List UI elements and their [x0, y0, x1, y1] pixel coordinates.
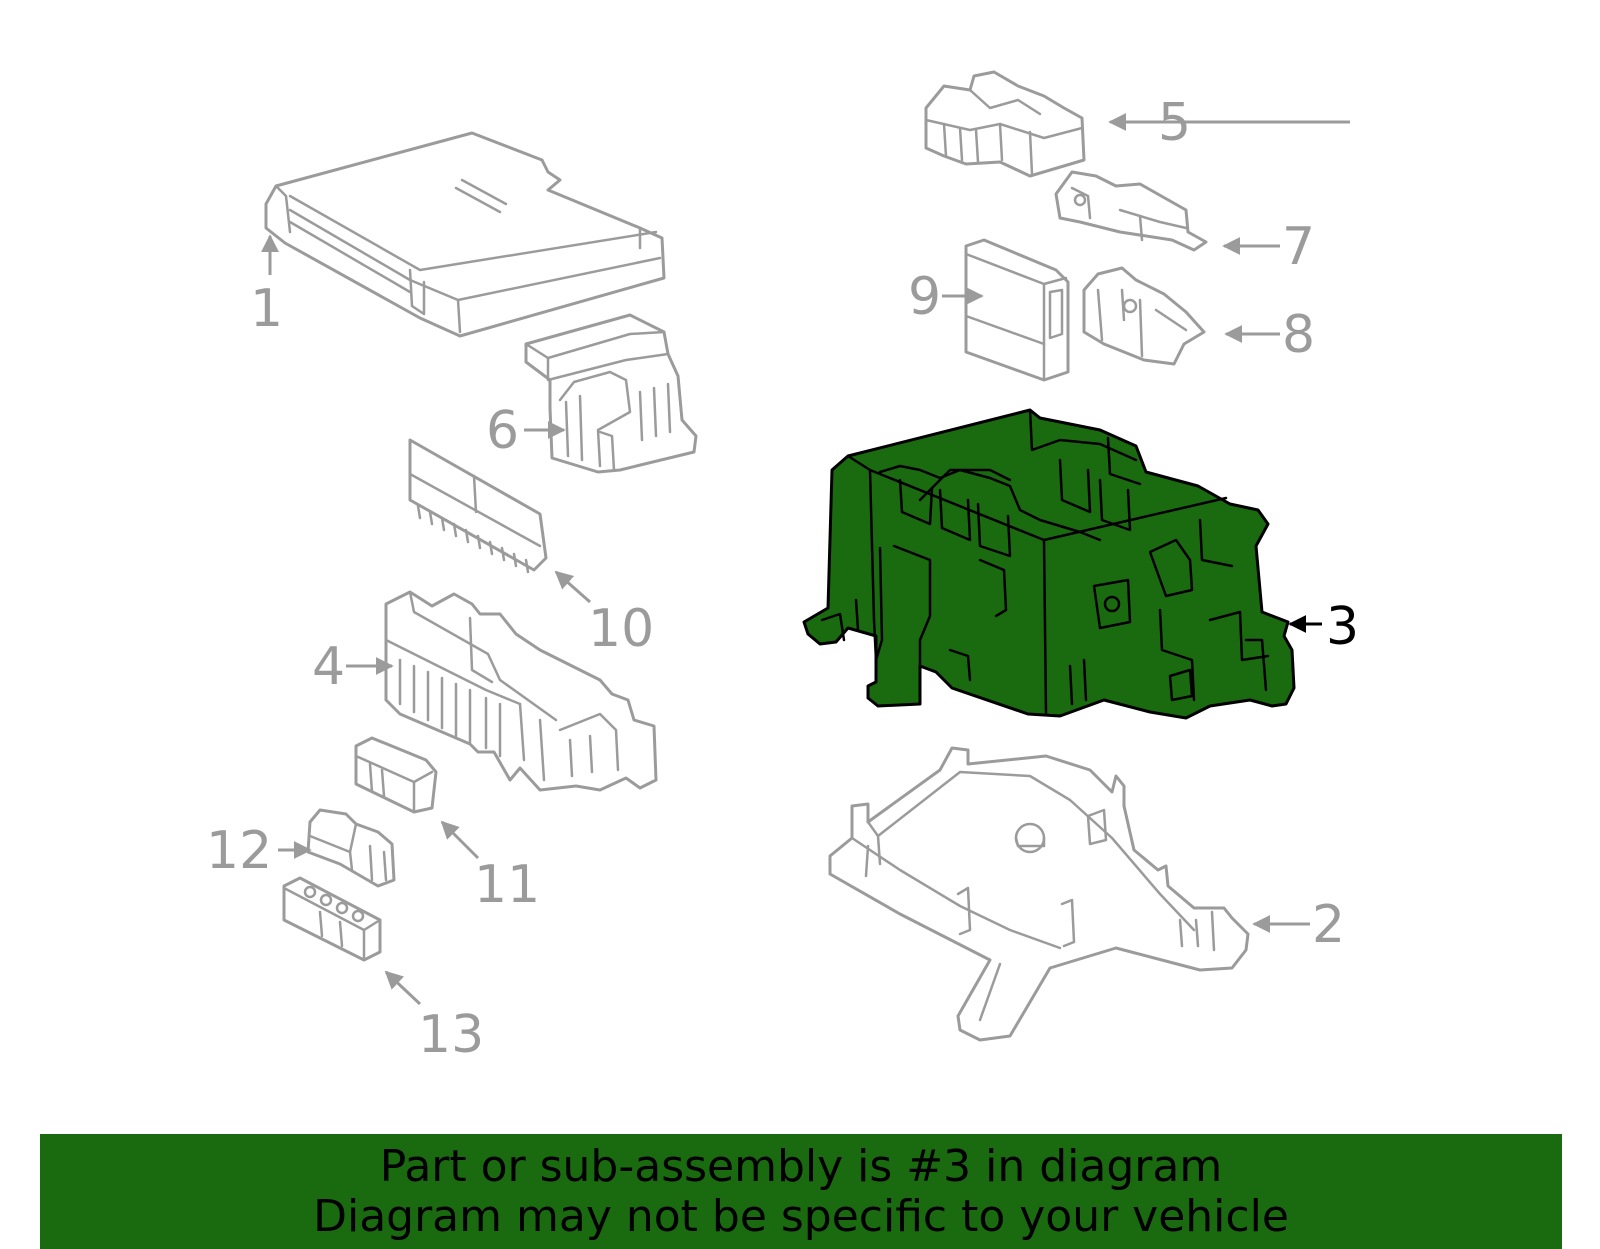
banner-line-2: Diagram may not be specific to your vehi…: [313, 1190, 1289, 1242]
banner-line-1: Part or sub-assembly is #3 in diagram: [379, 1140, 1223, 1192]
callout-2[interactable]: 2: [1312, 895, 1345, 955]
callout-5[interactable]: 5: [1158, 93, 1191, 153]
callout-8[interactable]: 8: [1282, 305, 1315, 365]
callout-6[interactable]: 6: [486, 401, 519, 461]
callout-9[interactable]: 9: [908, 267, 941, 327]
part-2-lower-case[interactable]: [828, 746, 1250, 1042]
part-13-fuse-block[interactable]: [282, 876, 382, 962]
callout-10[interactable]: 10: [588, 599, 654, 659]
part-12-connector[interactable]: [306, 808, 396, 888]
part-7-bracket[interactable]: [1054, 170, 1208, 252]
callout-11[interactable]: 11: [474, 855, 540, 915]
callout-3[interactable]: 3: [1326, 597, 1359, 657]
part-11-fuse[interactable]: [354, 736, 438, 814]
callout-7[interactable]: 7: [1282, 217, 1315, 277]
callout-labels: 1 5 7 9 8 6 10 4 3 11 12 2 13: [206, 93, 1359, 1065]
part-9-module[interactable]: [964, 238, 1070, 382]
part-1-cover[interactable]: [264, 131, 666, 338]
part-5-connector[interactable]: [924, 70, 1086, 178]
callout-1[interactable]: 1: [250, 279, 283, 339]
part-6-relay-block[interactable]: [524, 313, 698, 474]
part-3-housing-highlighted[interactable]: [802, 408, 1296, 720]
part-10-terminal-strip[interactable]: [408, 438, 548, 574]
callout-13[interactable]: 13: [418, 1005, 484, 1065]
part-4-junction-block[interactable]: [384, 590, 658, 792]
callout-12[interactable]: 12: [206, 821, 272, 881]
part-8-bracket[interactable]: [1082, 266, 1206, 366]
callout-4[interactable]: 4: [312, 637, 345, 697]
info-banner: Part or sub-assembly is #3 in diagram Di…: [40, 1134, 1562, 1249]
leader-lines: [261, 113, 1350, 1006]
